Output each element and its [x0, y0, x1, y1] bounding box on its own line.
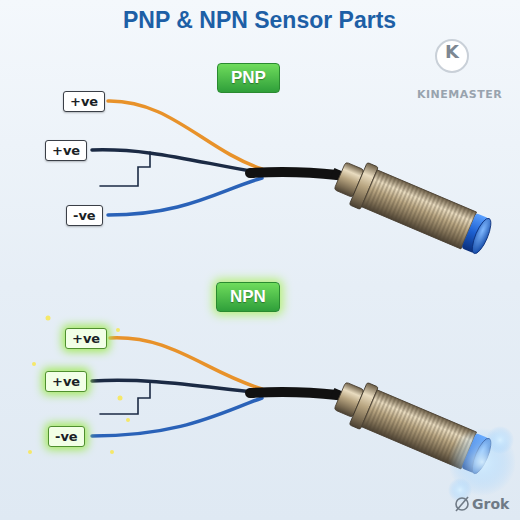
node-text: NPN [230, 287, 266, 307]
watermark: Grok [472, 496, 509, 512]
type-heading: PNP [217, 63, 280, 93]
watermark-logo: K [435, 39, 469, 73]
wire-label: +ve [45, 371, 87, 392]
node-text: +ve [72, 331, 100, 346]
type-heading: NPN [216, 282, 280, 312]
diagram-title: PNP & NPN Sensor Parts [123, 7, 396, 34]
node-text: -ve [55, 429, 78, 444]
wire-label: +ve [63, 91, 105, 112]
node-text: +ve [52, 374, 80, 389]
sparkles [28, 316, 516, 503]
node-text: +ve [52, 143, 80, 158]
npn-wires [92, 338, 337, 436]
pnp-wires [92, 101, 337, 215]
node-text: +ve [70, 94, 98, 109]
pnp-sensor [323, 151, 496, 259]
wire-label: -ve [48, 426, 85, 447]
node-text: PNP [231, 68, 266, 88]
wire-label: +ve [45, 140, 87, 161]
wire-label: +ve [65, 328, 107, 349]
grok-icon [456, 497, 468, 511]
wire-label: -ve [66, 205, 103, 226]
node-text: -ve [73, 208, 96, 223]
watermark: KINEMASTER [417, 88, 502, 101]
